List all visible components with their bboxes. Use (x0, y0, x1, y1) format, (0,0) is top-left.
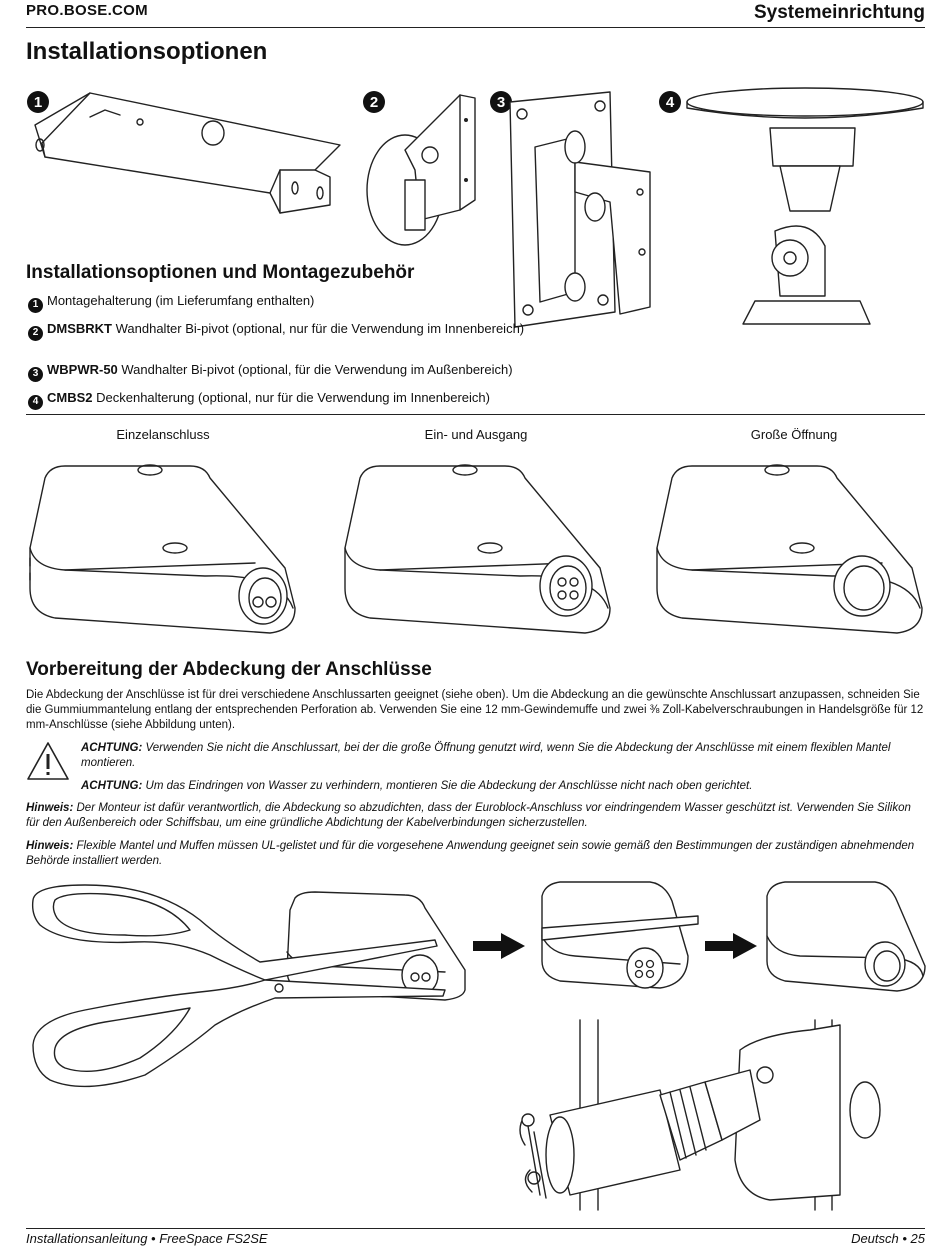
caution-label: ACHTUNG: (81, 780, 143, 792)
note-2: Hinweis: Flexible Mantel und Muffen müss… (26, 839, 925, 869)
caution-text: Um das Eindringen von Wasser zu verhinde… (142, 780, 753, 792)
mounting-bracket-illustration (34, 92, 341, 214)
accessory-text: Deckenhalterung (optional, nur für die V… (92, 390, 490, 405)
accessory-item-1: 1 Montagehalterung (im Lieferumfang entha… (28, 294, 588, 313)
right-arrow-icon (705, 933, 757, 959)
accessory-item-2: 2 DMSBRKT Wandhalter Bi-pivot (optional, … (28, 322, 528, 341)
cover-single-illustration (29, 464, 296, 634)
accessory-text: Wandhalter Bi-pivot (optional, nur für d… (112, 321, 525, 336)
preparation-heading: Vorbereitung der Abdeckung der Anschlüss… (26, 659, 432, 680)
note-text: Der Monteur ist dafür verantwortlich, di… (26, 802, 911, 829)
accessory-item-4: 4 CMBS2 Deckenhalterung (optional, nur fü… (28, 391, 588, 410)
caution-2: ACHTUNG: Um das Eindringen von Wasser zu… (81, 779, 901, 794)
page-title: Installationsoptionen (26, 38, 268, 65)
cover-large-opening-illustration (656, 464, 923, 634)
finished-cover-illustration (766, 881, 926, 992)
preparation-body: Die Abdeckung der Anschlüsse ist für dre… (26, 689, 924, 731)
figure-number-1: 1 (27, 91, 49, 113)
conduit-installation-illustration (519, 1019, 881, 1211)
caution-text: Verwenden Sie nicht die Anschlussart, be… (81, 742, 891, 769)
caption-single: Einzelanschluss (116, 427, 210, 442)
note-label: Hinweis: (26, 840, 74, 852)
accessories-heading: Installationsoptionen und Montagezubehör (26, 262, 415, 283)
section-rule (26, 414, 925, 415)
accessory-model: CMBS2 (47, 390, 93, 405)
figure-number-4: 4 (659, 91, 681, 113)
figure-number-2: 2 (363, 91, 385, 113)
footer-rule (26, 1228, 925, 1229)
accessory-model: WBPWR-50 (47, 362, 118, 377)
note-text: Flexible Mantel und Muffen müssen UL-gel… (26, 840, 915, 867)
number-badge: 1 (28, 297, 43, 313)
note-label: Hinweis: (26, 802, 74, 814)
site-url: PRO.BOSE.COM (26, 2, 148, 19)
wbpwr50-bracket-illustration (509, 91, 651, 328)
header-rule (26, 27, 925, 28)
dmsbrkt-bracket-illustration (366, 94, 476, 246)
accessory-model: DMSBRKT (47, 321, 112, 336)
number-badge: 2 (28, 325, 43, 341)
accessory-text: Wandhalter Bi-pivot (optional, für die V… (117, 362, 513, 377)
figure-number-3: 3 (490, 91, 512, 113)
number-badge: 4 (28, 394, 43, 410)
caution-1: ACHTUNG: Verwenden Sie nicht die Anschlu… (81, 741, 901, 771)
note-1: Hinweis: Der Monteur ist dafür verantwor… (26, 801, 925, 831)
footer-document-title: Installationsanleitung • FreeSpace FS2SE (26, 1231, 268, 1246)
accessory-text: Montagehalterung (im Lieferumfang enthal… (47, 293, 315, 308)
caution-label: ACHTUNG: (81, 742, 143, 754)
scissors-cutting-illustration (31, 884, 466, 1088)
number-badge: 3 (28, 366, 43, 382)
cut-cover-illustration (541, 881, 699, 989)
right-arrow-icon (473, 933, 525, 959)
warning-triangle-icon (27, 742, 69, 780)
caption-large-opening: Große Öffnung (750, 427, 838, 442)
cover-in-out-illustration (344, 464, 611, 634)
caption-in-out: Ein- und Ausgang (424, 427, 528, 442)
cmbs2-ceiling-mount-illustration (686, 87, 924, 325)
footer-page-number: Deutsch • 25 (851, 1231, 925, 1246)
section-title: Systemeinrichtung (753, 2, 925, 23)
accessory-item-3: 3 WBPWR-50 Wandhalter Bi-pivot (optional,… (28, 363, 588, 382)
